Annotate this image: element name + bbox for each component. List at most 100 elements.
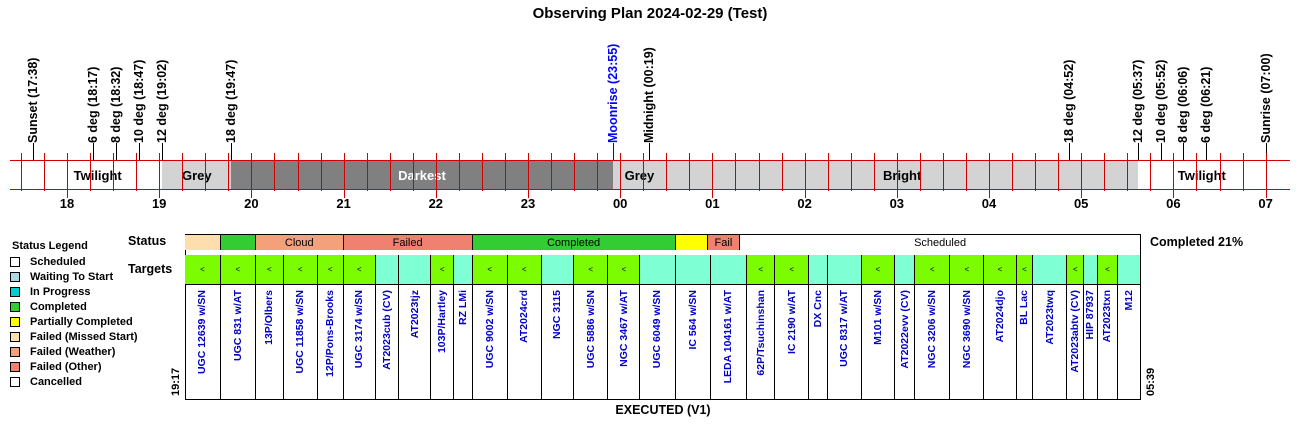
target-block[interactable]: [454, 255, 473, 284]
target-name-cell[interactable]: UGC 12639 w/SN: [185, 285, 221, 400]
target-name-cell[interactable]: NGC 3115: [542, 285, 575, 400]
target-name-cell[interactable]: AT2023cub (CV): [376, 285, 399, 400]
target-block[interactable]: <: [984, 255, 1017, 284]
target-block[interactable]: <: [185, 255, 221, 284]
target-arrow-icon: <: [789, 265, 794, 274]
target-name-cell[interactable]: DX Cnc: [809, 285, 828, 400]
time-tick: [113, 153, 115, 191]
target-arrow-icon: <: [588, 265, 593, 274]
target-block[interactable]: <: [775, 255, 810, 284]
target-name: DX Cnc: [811, 290, 824, 328]
target-block[interactable]: [1033, 255, 1068, 284]
target-name-cell[interactable]: UGC 11858 w/SN: [284, 285, 318, 400]
plan-start-time: 19:17: [170, 367, 182, 396]
legend-label: Cancelled: [30, 376, 82, 388]
target-name-cell[interactable]: AT2023twq: [1033, 285, 1068, 400]
target-name: UGC 6049 w/SN: [651, 290, 664, 369]
target-name-cell[interactable]: UGC 9002 w/SN: [473, 285, 508, 400]
target-name-cell[interactable]: NGC 3206 w/SN: [915, 285, 951, 400]
target-name-cell[interactable]: IC 564 w/SN: [676, 285, 711, 400]
hour-label: 00: [612, 196, 628, 211]
target-name-cell[interactable]: NGC 3467 w/AT: [608, 285, 641, 400]
event-label: Sunset (17:38): [26, 57, 41, 143]
target-block[interactable]: [1083, 255, 1098, 284]
target-block[interactable]: <: [861, 255, 895, 284]
target-block[interactable]: [640, 255, 676, 284]
target-block[interactable]: [541, 255, 575, 284]
target-block[interactable]: <: [507, 255, 542, 284]
target-name-cell[interactable]: UGC 5886 w/SN: [574, 285, 609, 400]
target-block[interactable]: [675, 255, 711, 284]
target-block[interactable]: <: [915, 255, 951, 284]
target-name-cell[interactable]: BL Lac: [1017, 285, 1034, 400]
target-name-cell[interactable]: AT2023tjz: [399, 285, 432, 400]
target-block[interactable]: [809, 255, 828, 284]
target-block[interactable]: <: [1067, 255, 1084, 284]
hour-label: 01: [705, 196, 720, 211]
target-name-cell[interactable]: AT2022evv (CV): [895, 285, 916, 400]
target-name-cell[interactable]: M101 w/SN: [862, 285, 895, 400]
target-name-cell[interactable]: NGC 3690 w/SN: [950, 285, 985, 400]
targets-divider: [185, 284, 1141, 285]
legend-label: Waiting To Start: [30, 271, 114, 283]
time-tick: [666, 153, 668, 191]
target-block[interactable]: [710, 255, 748, 284]
target-block[interactable]: <: [472, 255, 508, 284]
target-name-cell[interactable]: 12P/Pons-Brooks: [318, 285, 344, 400]
target-block[interactable]: <: [1097, 255, 1119, 284]
target-name-cell[interactable]: LEDA 104161 w/AT: [711, 285, 748, 400]
target-name-cell[interactable]: AT2024crd: [508, 285, 542, 400]
target-name-cell[interactable]: 103P/Hartley: [431, 285, 455, 400]
target-name-cell[interactable]: 62P/Tsuchinshan: [747, 285, 776, 400]
target-name: AT2023twq: [1043, 290, 1056, 345]
target-block[interactable]: [375, 255, 399, 284]
event-label: 8 deg (18:32): [109, 66, 124, 143]
hour-label: 21: [336, 196, 351, 211]
target-block[interactable]: <: [283, 255, 318, 284]
event-label: 6 deg (06:21): [1198, 66, 1213, 143]
target-name: RZ LMi: [456, 290, 469, 325]
target-name: M12: [1123, 290, 1136, 311]
time-tick: [320, 153, 322, 191]
target-block[interactable]: <: [431, 255, 455, 284]
target-block[interactable]: <: [343, 255, 376, 284]
target-name-cell[interactable]: M12: [1118, 285, 1142, 400]
legend-swatch: [10, 362, 20, 372]
target-name-cell[interactable]: AT2023txn: [1098, 285, 1119, 400]
time-tick: [343, 153, 345, 198]
time-tick: [481, 153, 483, 191]
target-name-cell[interactable]: UGC 3174 w/SN: [344, 285, 376, 400]
target-block[interactable]: <: [747, 255, 776, 284]
legend-item: Scheduled: [10, 256, 86, 268]
target-name-cell[interactable]: 13P/Olbers: [256, 285, 284, 400]
target-block[interactable]: [1118, 255, 1142, 284]
target-name-cell[interactable]: RZ LMi: [454, 285, 473, 400]
status-segment: Cloud: [256, 235, 344, 250]
target-block[interactable]: [827, 255, 862, 284]
target-name: AT2024djo: [994, 290, 1006, 343]
event-label: 6 deg (18:17): [86, 66, 101, 143]
target-name-cell[interactable]: IC 2190 w/AT: [775, 285, 810, 400]
legend-item: Partially Completed: [10, 316, 133, 328]
target-name-cell[interactable]: AT2023abtv (CV): [1067, 285, 1084, 400]
target-block[interactable]: <: [220, 255, 256, 284]
target-block[interactable]: <: [317, 255, 344, 284]
target-name-cell[interactable]: UGC 6049 w/SN: [640, 285, 676, 400]
target-block[interactable]: <: [950, 255, 985, 284]
time-tick: [90, 153, 92, 191]
target-name-cell[interactable]: UGC 831 w/AT: [221, 285, 256, 400]
time-tick: [574, 153, 576, 191]
target-block[interactable]: <: [574, 255, 609, 284]
target-name-cell[interactable]: HIP 87937: [1084, 285, 1098, 400]
target-name-cell[interactable]: UGC 8317 w/AT: [828, 285, 862, 400]
target-block[interactable]: <: [1016, 255, 1034, 284]
target-block[interactable]: [398, 255, 432, 284]
target-block[interactable]: <: [256, 255, 284, 284]
target-block[interactable]: [894, 255, 916, 284]
target-name: UGC 9002 w/SN: [483, 290, 496, 369]
target-block[interactable]: <: [608, 255, 641, 284]
time-tick: [942, 153, 944, 191]
time-tick: [458, 153, 460, 191]
target-name: 103P/Hartley: [436, 290, 449, 354]
target-name-cell[interactable]: AT2024djo: [984, 285, 1017, 400]
